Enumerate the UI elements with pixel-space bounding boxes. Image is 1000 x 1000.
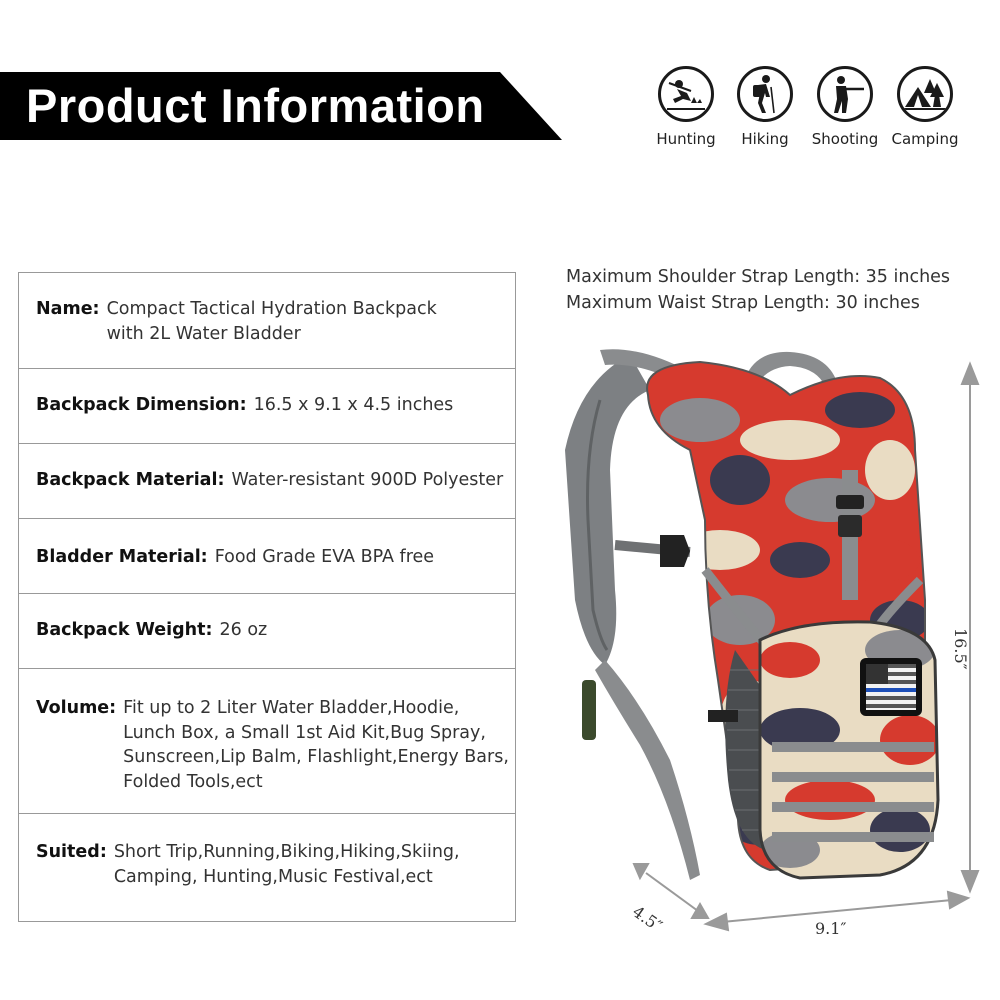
activity-hunting: Hunting (646, 66, 726, 148)
spec-row-weight: Backpack Weight: 26 oz (19, 594, 515, 669)
spec-value: Food Grade EVA BPA free (214, 547, 435, 567)
activity-camping: Camping (885, 66, 965, 148)
page-title: Product Information (26, 79, 485, 132)
spec-value: Short Trip,Running,Biking,Hiking,Skiing,… (113, 842, 460, 887)
spec-key: Backpack Dimension: (36, 395, 247, 415)
hiking-icon (737, 66, 793, 122)
spec-key: Suited: (36, 842, 107, 862)
spec-row-name: Name: Compact Tactical Hydration Backpac… (19, 273, 515, 369)
activity-label: Hiking (741, 130, 789, 148)
activity-hiking: Hiking (725, 66, 805, 148)
spec-row-volume: Volume: Fit up to 2 Liter Water Bladder,… (19, 669, 515, 814)
activity-label: Camping (891, 130, 959, 148)
dimension-height-label: 16.5″ (951, 628, 970, 670)
hunting-icon (658, 66, 714, 122)
dimension-width-label: 9.1″ (815, 919, 847, 938)
spec-value: 26 oz (219, 620, 268, 640)
spec-row-suited: Suited: Short Trip,Running,Biking,Hiking… (19, 814, 515, 921)
spec-key: Name: (36, 299, 100, 319)
spec-value: Water-resistant 900D Polyester (231, 470, 504, 490)
spec-row-backpack-material: Backpack Material: Water-resistant 900D … (19, 444, 515, 519)
spec-value: Compact Tactical Hydration Backpack with… (106, 299, 437, 344)
header-banner: Product Information (0, 72, 562, 140)
spec-key: Backpack Weight: (36, 620, 213, 640)
waist-strap-length: Maximum Waist Strap Length: 30 inches (566, 293, 920, 313)
spec-key: Bladder Material: (36, 547, 208, 567)
spec-row-dimension: Backpack Dimension: 16.5 x 9.1 x 4.5 inc… (19, 369, 515, 444)
activity-label: Shooting (811, 130, 879, 148)
spec-key: Backpack Material: (36, 470, 225, 490)
camping-icon (897, 66, 953, 122)
spec-value: Fit up to 2 Liter Water Bladder,Hoodie, … (123, 698, 509, 792)
activity-shooting: Shooting (805, 66, 885, 148)
shooting-icon (817, 66, 873, 122)
shoulder-strap-length: Maximum Shoulder Strap Length: 35 inches (566, 267, 951, 287)
spec-key: Volume: (36, 698, 117, 718)
strap-info: Maximum Shoulder Strap Length: 35 inches… (566, 264, 950, 316)
camo-backpack-image (565, 349, 980, 932)
spec-value: 16.5 x 9.1 x 4.5 inches (253, 395, 454, 415)
spec-row-bladder-material: Bladder Material: Food Grade EVA BPA fre… (19, 519, 515, 594)
activity-label: Hunting (656, 130, 716, 148)
usa-flag-patch-icon (860, 658, 922, 716)
spec-table: Name: Compact Tactical Hydration Backpac… (18, 272, 516, 922)
